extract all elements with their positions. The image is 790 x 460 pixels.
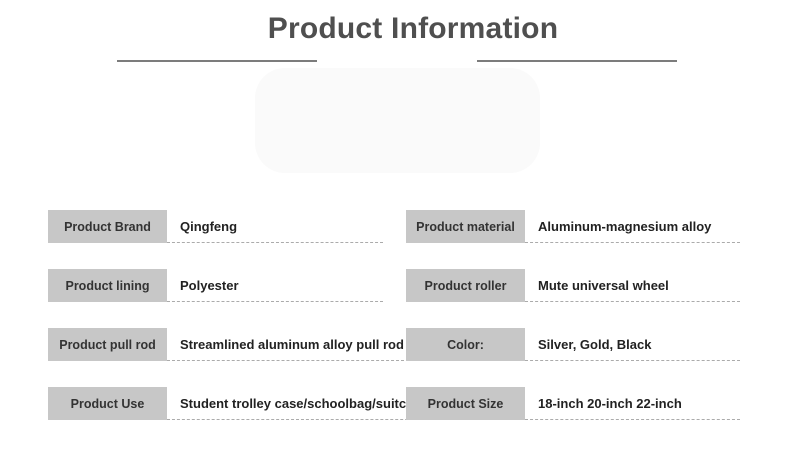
page-title: Product Information: [267, 12, 559, 45]
spec-label: Product material: [406, 210, 525, 243]
spec-row-use: Product Use Student trolley case/schoolb…: [48, 387, 428, 420]
title-rule-left: [117, 60, 317, 62]
spec-value: Mute universal wheel: [525, 269, 740, 302]
spec-label: Color:: [406, 328, 525, 361]
spec-value: Polyester: [167, 269, 383, 302]
spec-row-material: Product material Aluminum-magnesium allo…: [406, 210, 740, 243]
spec-value: Aluminum-magnesium alloy: [525, 210, 740, 243]
faded-product-image: [255, 68, 540, 173]
spec-column-right: Product material Aluminum-magnesium allo…: [406, 210, 740, 446]
spec-value: 18-inch 20-inch 22-inch: [525, 387, 740, 420]
spec-row-pull-rod: Product pull rod Streamlined aluminum al…: [48, 328, 404, 361]
spec-value: Student trolley case/schoolbag/suitcase: [167, 387, 428, 420]
spec-row-color: Color: Silver, Gold, Black: [406, 328, 740, 361]
spec-label: Product roller: [406, 269, 525, 302]
spec-row-lining: Product lining Polyester: [48, 269, 383, 302]
spec-label: Product lining: [48, 269, 167, 302]
spec-row-size: Product Size 18-inch 20-inch 22-inch: [406, 387, 740, 420]
spec-label: Product Size: [406, 387, 525, 420]
spec-label: Product Use: [48, 387, 167, 420]
spec-row-brand: Product Brand Qingfeng: [48, 210, 383, 243]
spec-value: Qingfeng: [167, 210, 383, 243]
spec-label: Product pull rod: [48, 328, 167, 361]
title-rule-right: [477, 60, 677, 62]
spec-value: Streamlined aluminum alloy pull rod: [167, 328, 404, 361]
spec-label: Product Brand: [48, 210, 167, 243]
spec-column-left: Product Brand Qingfeng Product lining Po…: [48, 210, 428, 446]
spec-value: Silver, Gold, Black: [525, 328, 740, 361]
spec-row-roller: Product roller Mute universal wheel: [406, 269, 740, 302]
